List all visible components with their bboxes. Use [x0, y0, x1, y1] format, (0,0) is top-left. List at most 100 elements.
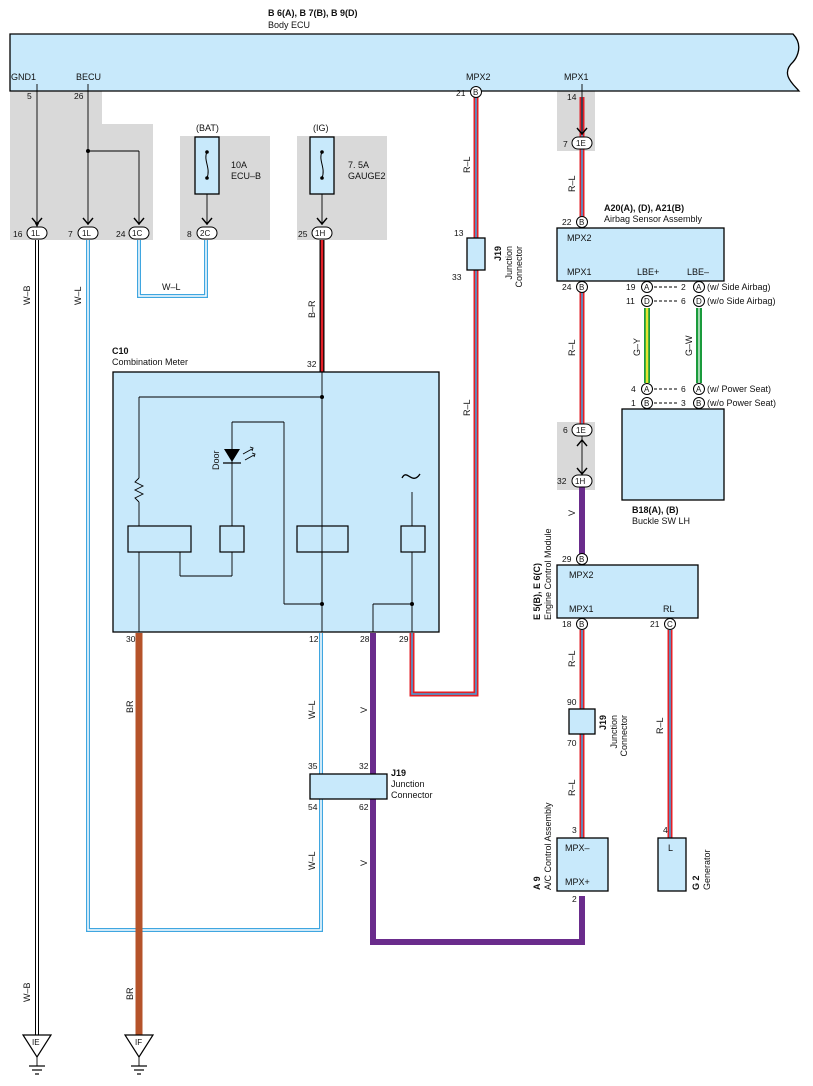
pin-num-5: 5 — [27, 91, 32, 101]
conn-b1: B — [644, 399, 649, 408]
pin-num-54: 54 — [308, 802, 318, 812]
pin-num-32b: 32 — [307, 359, 317, 369]
j19-2-line1: Junction — [609, 715, 619, 749]
wire-label-rl-mpx1-a: R–L — [567, 175, 577, 192]
wire-label-br-a: BR — [125, 700, 135, 713]
generator: 4 L G 2 Generator — [657, 825, 712, 892]
j19-3-line1: Junction — [391, 779, 425, 789]
ground-ie: IE — [21, 1034, 53, 1075]
conn-a6: A — [696, 385, 702, 394]
ac-pin-minus: MPX– — [565, 843, 590, 853]
j19-1-line2: Connector — [514, 246, 524, 288]
pin-num-32c: 32 — [359, 761, 369, 771]
ground-if: IF — [123, 1034, 155, 1075]
wire-label-wb-bot: W–B — [22, 982, 32, 1002]
pin-num-4b: 4 — [663, 825, 668, 835]
combination-meter: C10 Combination Meter 32 Door — [112, 346, 440, 644]
pin-num-6b: 6 — [681, 384, 686, 394]
j19-1-ref: J19 — [493, 246, 503, 261]
j19-3-ref: J19 — [391, 768, 406, 778]
wire-label-rl-gen: R–L — [655, 717, 665, 734]
ecm-pin-rl: RL — [663, 604, 675, 614]
pin-num-3b: 3 — [572, 825, 577, 835]
ground-if-label: IF — [135, 1038, 142, 1047]
ecm-name: Engine Control Module — [543, 528, 553, 620]
buckle-ref: B18(A), (B) — [632, 505, 679, 515]
conn-b-ab24: B — [579, 283, 584, 292]
ecm-ref: E 5(B), E 6(C) — [532, 563, 542, 620]
gen-name: Generator — [702, 849, 712, 890]
wire-label-wl-bat: W–L — [162, 282, 181, 292]
conn-c21: C — [667, 620, 673, 629]
wire-label-gw: G–W — [684, 335, 694, 356]
pin-num-29: 29 — [562, 554, 572, 564]
pin-becu: BECU — [76, 72, 101, 82]
pin-num-2: 2 — [681, 282, 686, 292]
pin-num-32: 32 — [557, 476, 567, 486]
j19-1-line1: Junction — [504, 246, 514, 280]
pin-num-16: 16 — [13, 229, 23, 239]
conn-1e-a: 1E — [576, 139, 586, 148]
pin-num-12: 12 — [309, 634, 319, 644]
engine-control-module: B 29 MPX2 MPX1 RL B 18 C 21 E 5(B), E 6(… — [532, 528, 699, 630]
conn-1l-a: 1L — [31, 229, 40, 238]
conn-a4: A — [644, 385, 650, 394]
wire-label-rl-ecm-b: R–L — [567, 779, 577, 796]
fuse-bat-rating: 10A — [231, 160, 247, 170]
pin-num-22: 22 — [562, 217, 572, 227]
ground-ie-label: IE — [32, 1038, 40, 1047]
pin-num-21b: 21 — [650, 619, 660, 629]
wire-label-rl-ecm-a: R–L — [567, 650, 577, 667]
airbag-ref: A20(A), (D), A21(B) — [604, 203, 684, 213]
meter-name: Combination Meter — [112, 357, 188, 367]
pin-num-8: 8 — [187, 229, 192, 239]
wire-label-wl-12a: W–L — [307, 700, 317, 719]
mpx2-connector: B — [470, 86, 482, 98]
conn-1l-b: 1L — [82, 229, 91, 238]
ac-name: A/C Control Assembly — [543, 802, 553, 890]
pin-num-2b: 2 — [572, 894, 577, 904]
conn-d6: D — [696, 297, 702, 306]
body-ecu-connections: 5 26 21 14 — [27, 84, 583, 228]
wire-label-rl-mpx1-b: R–L — [567, 339, 577, 356]
wire-labels: W–B W–B W–L W–L B–R R–L R–L R–L R–L G–Y … — [22, 156, 694, 1002]
pin-num-30: 30 — [126, 634, 136, 644]
buckle-name: Buckle SW LH — [632, 516, 690, 526]
note-nopower-seat: (w/o Power Seat) — [707, 398, 776, 408]
pin-num-21: 21 — [456, 88, 466, 98]
note-power-seat: (w/ Power Seat) — [707, 384, 771, 394]
pin-num-90: 90 — [567, 697, 577, 707]
junction-connector-1: 13 33 J19 Junction Connector — [452, 228, 524, 288]
wire-label-rl-mpx2-a: R–L — [462, 156, 472, 173]
wire-label-v-28a: V — [359, 707, 369, 713]
pin-num-11: 11 — [626, 296, 635, 306]
pin-num-14: 14 — [567, 92, 577, 102]
pin-num-4: 4 — [631, 384, 636, 394]
j19-2-line2: Connector — [619, 715, 629, 757]
pin-num-24b: 24 — [562, 282, 572, 292]
note-noside-airbag: (w/o Side Airbag) — [707, 296, 776, 306]
conn-2c: 2C — [200, 229, 210, 238]
conn-b29: B — [579, 555, 584, 564]
pin-mpx2: MPX2 — [466, 72, 491, 82]
fuse-ig: (IG) 7. 5A GAUGE2 — [309, 123, 386, 225]
wire-label-br-ig: B–R — [307, 300, 317, 318]
conn-b-mpx2: B — [473, 88, 478, 97]
j19-2-ref: J19 — [598, 715, 608, 730]
pin-num-24: 24 — [116, 229, 126, 239]
ac-ref: A 9 — [532, 876, 542, 890]
ac-pin-plus: MPX+ — [565, 877, 590, 887]
conn-d11: D — [644, 297, 650, 306]
body-ecu-ref: B 6(A), B 7(B), B 9(D) — [268, 8, 358, 18]
conn-a2: A — [696, 283, 702, 292]
conn-a19: A — [644, 283, 650, 292]
meter-ref: C10 — [112, 346, 129, 356]
pin-num-28: 28 — [360, 634, 370, 644]
pin-num-6: 6 — [681, 296, 686, 306]
fuse-ig-source: (IG) — [313, 123, 329, 133]
airbag-sensor-assembly: A20(A), (D), A21(B) Airbag Sensor Assemb… — [556, 203, 776, 307]
pin-num-35: 35 — [308, 761, 318, 771]
mpx1-1e-connector: 1E 7 — [563, 127, 593, 150]
pin-num-33: 33 — [452, 272, 462, 282]
door-label: Door — [211, 450, 221, 470]
